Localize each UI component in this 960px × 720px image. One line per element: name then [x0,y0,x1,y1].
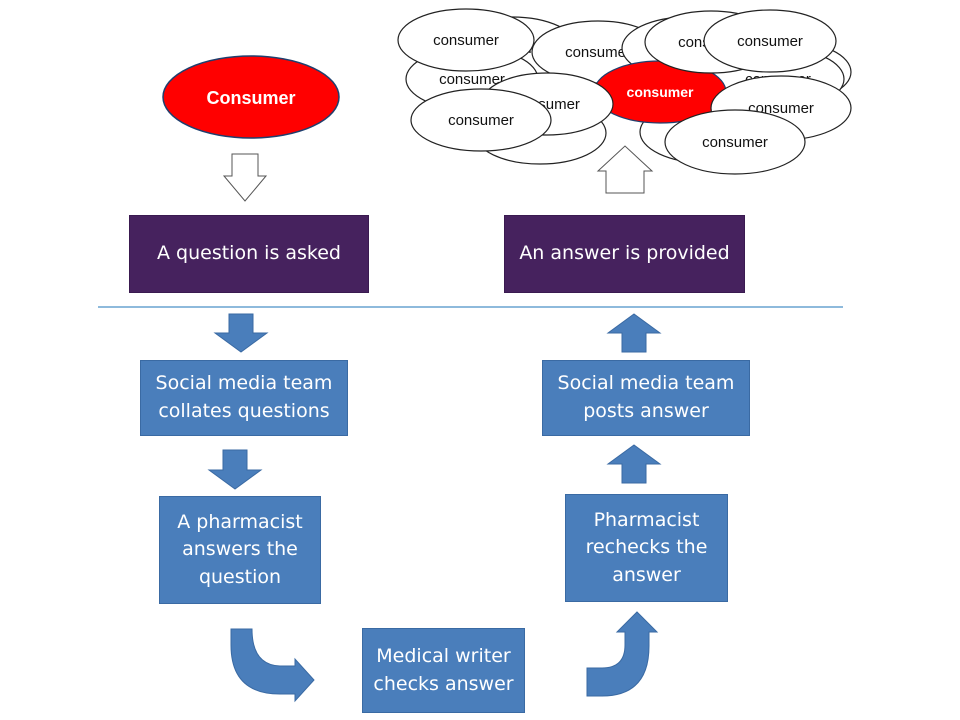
medical-writer-box: Medical writer checks answer [362,628,525,713]
curved-arrow-right [230,628,315,703]
consumer-crowd-oval [703,9,837,73]
question-asked-box: A question is asked [129,215,369,293]
consumer-crowd-highlight-label: consumer [627,84,694,100]
pharmacist-rechecks-text: Pharmacist rechecks the answer [585,508,708,586]
social-media-collates-box: Social media team collates questions [140,360,348,436]
answer-provided-text: An answer is provided [519,242,730,265]
medical-writer-text: Medical writer checks answer [373,644,514,695]
consumer-crowd-oval [664,109,806,175]
social-media-posts-text: Social media team posts answer [557,372,735,422]
pharmacist-rechecks-box: Pharmacist rechecks the answer [565,494,728,602]
arrow-down-1 [213,313,269,353]
consumer-crowd-label: consumer [702,134,768,151]
pharmacist-answers-box: A pharmacist answers the question [159,496,321,604]
social-media-posts-box: Social media team posts answer [542,360,750,436]
pharmacist-answers-text: A pharmacist answers the question [177,510,303,588]
question-asked-text: A question is asked [157,242,341,265]
consumer-crowd-label: consumer [448,112,514,129]
consumer-crowd-label: consumer [565,44,631,61]
arrow-up-2 [606,444,662,484]
outline-arrow-down [222,153,268,202]
consumer-crowd: consumer consumer consumer consumer consumer… [397,8,852,175]
curved-arrow-up [586,611,659,697]
consumer-ellipse [162,55,340,139]
consumer-label: Consumer [206,88,295,108]
consumer-crowd-label: consumer [737,33,803,50]
arrow-up-1 [606,313,662,353]
outline-arrow-up [596,145,654,194]
consumer-crowd-oval [410,88,552,152]
answer-provided-box: An answer is provided [504,215,745,293]
arrow-down-2 [207,449,263,490]
social-media-collates-text: Social media team collates questions [155,372,333,422]
consumer-crowd-label: consumer [439,71,505,88]
consumer-crowd-label: consumer [433,32,499,49]
consumer-crowd-oval [397,8,535,72]
